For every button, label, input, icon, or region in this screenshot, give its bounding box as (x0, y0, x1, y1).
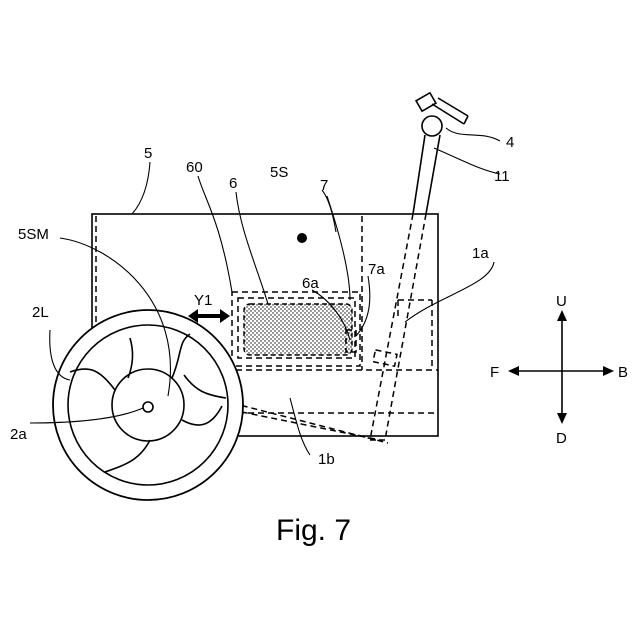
label-1a: 1a (472, 245, 489, 262)
label-60: 60 (186, 159, 203, 176)
handle-rod (370, 135, 440, 440)
handle-grip (416, 93, 468, 136)
compass-up-label: U (556, 293, 567, 310)
label-6: 6 (229, 175, 237, 192)
label-7: 7 (320, 177, 328, 194)
label-11: 11 (494, 168, 510, 185)
arrow-y1 (188, 309, 230, 323)
label-5SM: 5SM (18, 226, 49, 243)
label-5S: 5S (270, 164, 288, 181)
figure-caption: Fig. 7 (276, 514, 351, 547)
label-2L: 2L (32, 304, 49, 321)
label-y1: Y1 (194, 292, 212, 309)
direction-compass: U D F B (490, 293, 628, 447)
sensor-dot (297, 233, 307, 243)
label-1b: 1b (318, 451, 335, 468)
label-6a: 6a (302, 275, 319, 292)
bracket-1a (398, 300, 432, 366)
label-7a: 7a (368, 261, 385, 278)
compass-down-label: D (556, 430, 567, 447)
label-2a: 2a (10, 426, 27, 443)
label-4: 4 (506, 134, 514, 151)
compass-back-label: B (618, 364, 628, 381)
compass-front-label: F (490, 364, 499, 381)
label-5: 5 (144, 145, 152, 162)
wheel-2L (53, 310, 243, 500)
